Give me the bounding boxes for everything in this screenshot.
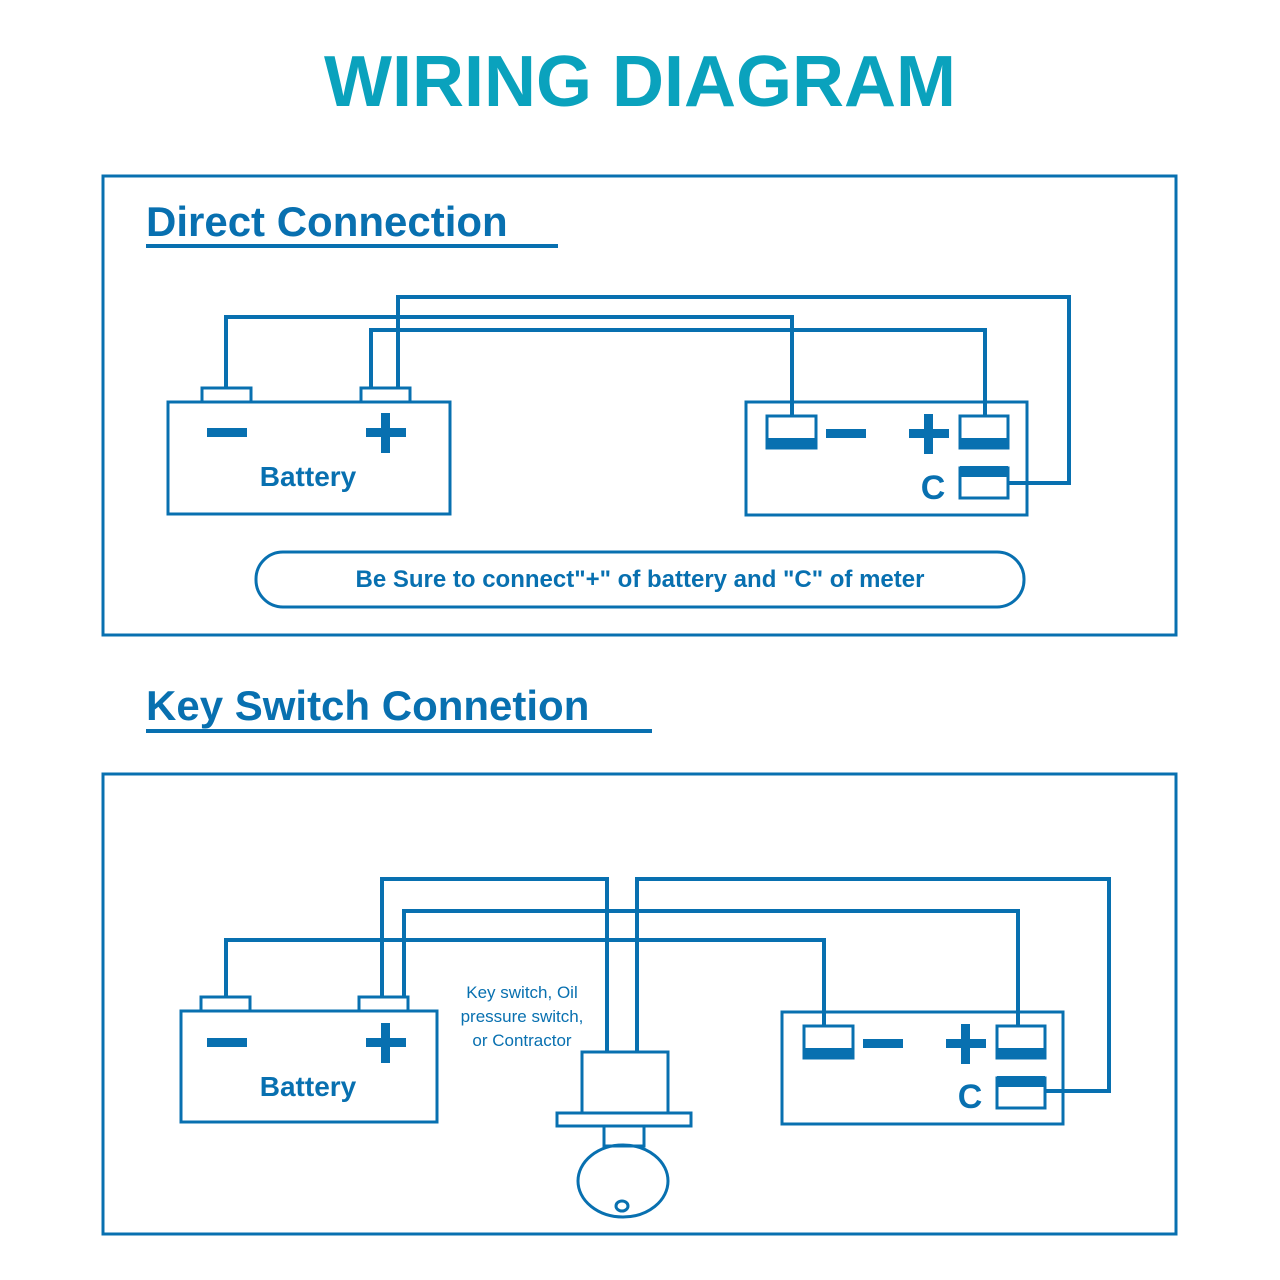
meter: C (744, 400, 1029, 517)
meter-positive-terminal (958, 414, 1010, 450)
switch-flange (555, 1111, 693, 1128)
meter-positive-terminal (995, 1024, 1047, 1060)
key-switch-icon (555, 1050, 693, 1219)
wire-positive-to-switch (380, 877, 609, 1052)
key-hole (614, 1199, 630, 1213)
key-switch-section: Key Switch Connetion Battery Key switch,… (101, 682, 1178, 1236)
direct-connection-heading: Direct Connection (146, 198, 508, 245)
battery-body (166, 400, 452, 516)
battery-plus-icon (366, 413, 406, 453)
key-switch-heading-underline (146, 729, 652, 733)
wire-positive-to-meter (402, 909, 1020, 1026)
key-head (576, 1143, 670, 1219)
battery-label: Battery (260, 461, 357, 492)
direct-connection-section: Direct Connection Battery (101, 174, 1178, 637)
battery: Battery (179, 995, 439, 1124)
meter-body (780, 1010, 1065, 1126)
key-neck (602, 1124, 646, 1148)
meter-c-terminal (995, 1076, 1047, 1110)
switch-label-line: pressure switch, (461, 1007, 584, 1026)
battery-minus-icon (207, 1038, 247, 1047)
switch-label: Key switch, Oil pressure switch, or Cont… (461, 983, 584, 1050)
direct-connection-frame (101, 174, 1178, 637)
meter-plus-icon (946, 1024, 986, 1064)
switch-label-line: or Contractor (472, 1031, 572, 1050)
wire-positive-to-c (396, 295, 1071, 485)
note-pill (254, 550, 1026, 609)
switch-body (580, 1050, 670, 1115)
wire-negative (224, 938, 826, 1026)
page-title: WIRING DIAGRAM (324, 42, 956, 122)
battery-negative-terminal (200, 386, 253, 404)
meter-negative-terminal (765, 414, 818, 450)
wire-positive (369, 328, 987, 416)
battery-plus-icon (366, 1023, 406, 1063)
key-switch-frame (101, 772, 1178, 1236)
note-text: Be Sure to connect"+" of battery and "C"… (356, 566, 925, 593)
meter-c-terminal (958, 466, 1010, 500)
meter-body (744, 400, 1029, 517)
battery: Battery (166, 386, 452, 516)
switch-label-line: Key switch, Oil (466, 983, 577, 1002)
battery-positive-terminal (359, 386, 412, 404)
meter-c-label: C (958, 1078, 983, 1116)
battery-negative-terminal (199, 995, 252, 1013)
meter-minus-icon (826, 429, 866, 438)
meter-c-label: C (921, 469, 946, 507)
meter-minus-icon (863, 1039, 903, 1048)
wire-negative (224, 315, 794, 416)
meter: C (780, 1010, 1065, 1126)
battery-label: Battery (260, 1071, 357, 1102)
battery-positive-terminal (357, 995, 410, 1013)
direct-connection-heading-underline (146, 244, 558, 248)
battery-minus-icon (207, 428, 247, 437)
wire-switch-to-c (635, 877, 1111, 1093)
key-switch-heading: Key Switch Connetion (146, 682, 589, 729)
battery-body (179, 1009, 439, 1124)
meter-plus-icon (909, 414, 949, 454)
meter-negative-terminal (802, 1024, 855, 1060)
